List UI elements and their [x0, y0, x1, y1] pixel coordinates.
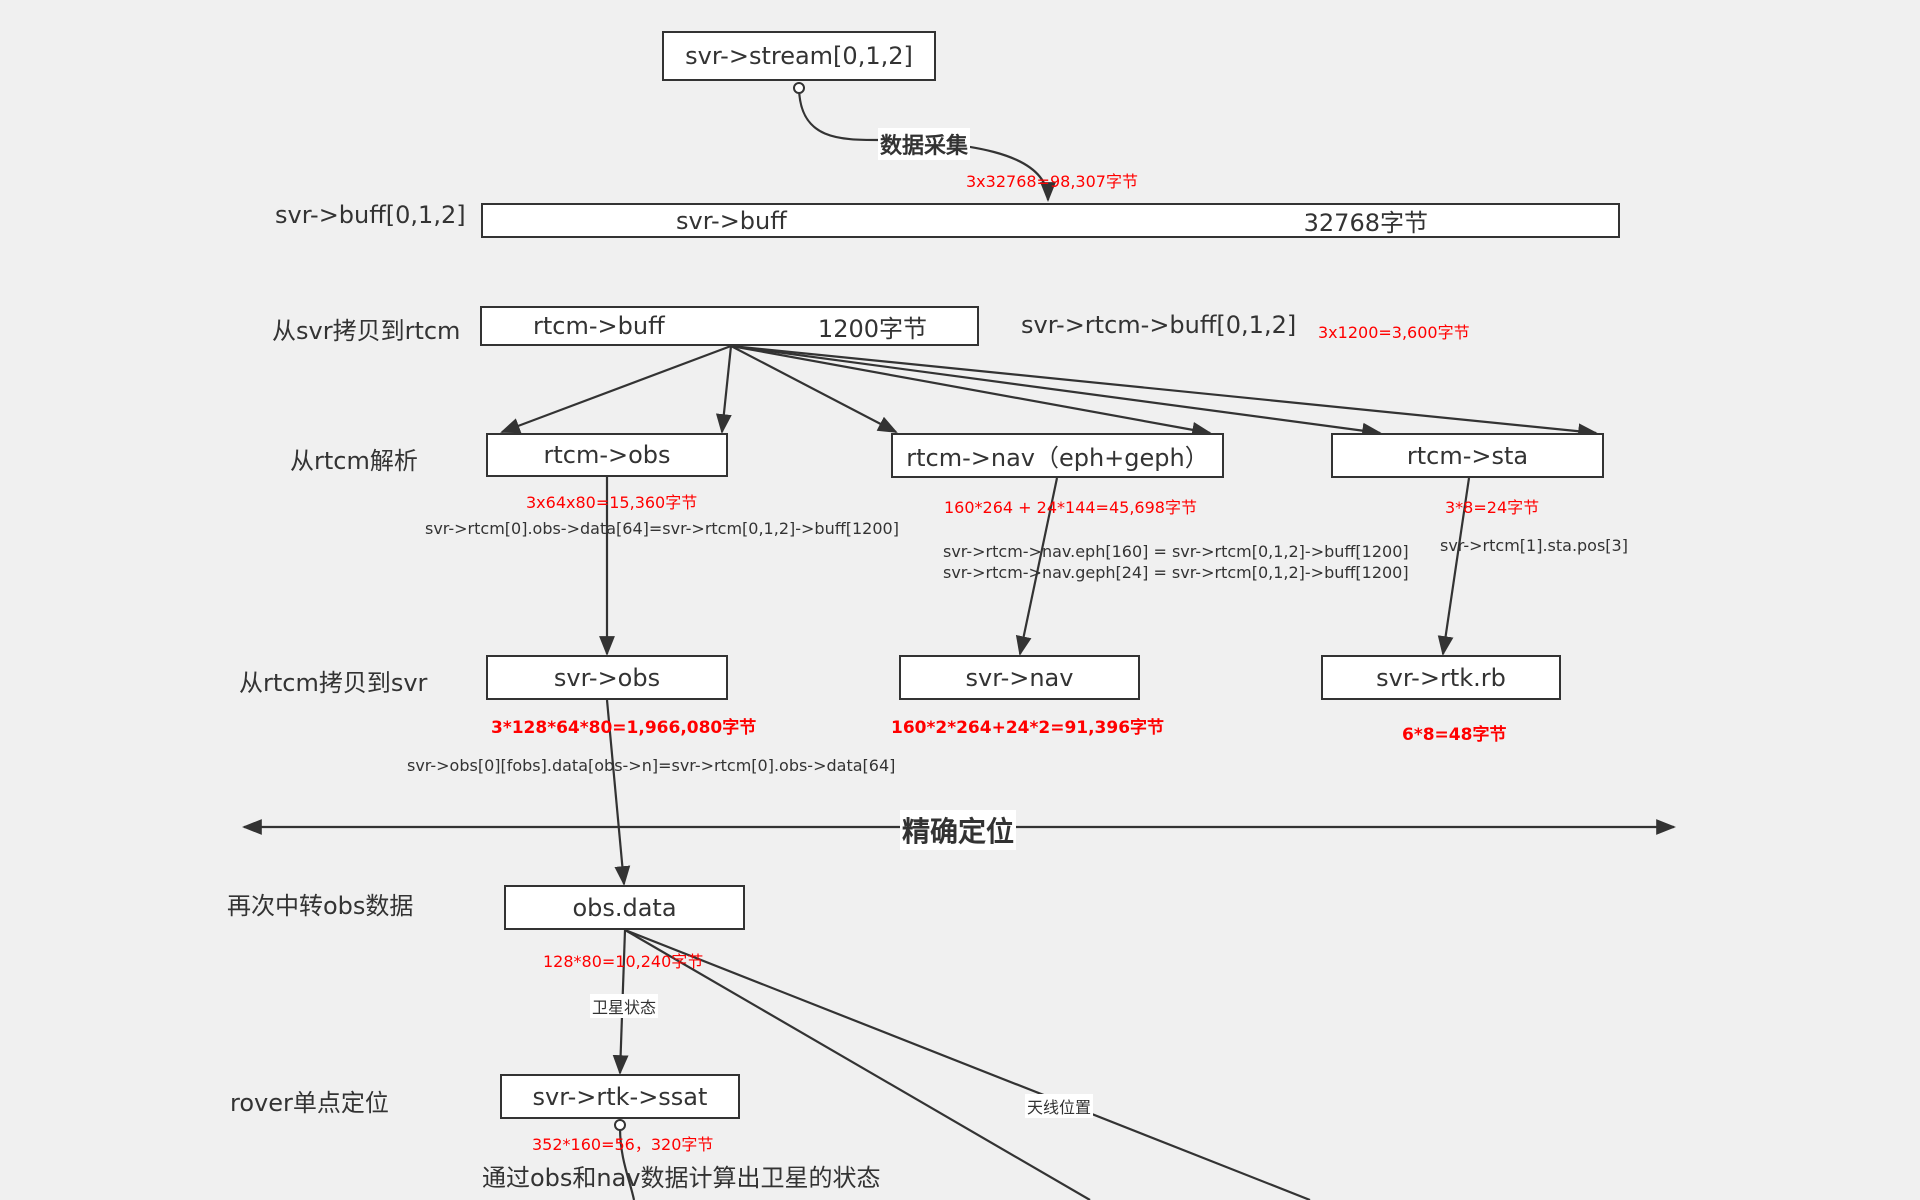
node-svr-obs-label: svr->obs	[553, 663, 661, 692]
edge-label-collect: 数据采集	[878, 128, 971, 160]
ssat-port-icon	[614, 1119, 626, 1131]
row-label-copy-svr: 从rtcm拷贝到svr	[239, 669, 428, 697]
node-svr-rtk-rb-label: svr->rtk.rb	[1376, 663, 1506, 692]
node-rtcm-obs-label: rtcm->obs	[543, 441, 671, 469]
annotation-rtcm-buff-name: svr->rtcm->buff[0,1,2]	[1021, 311, 1297, 339]
node-svr-buff-size: 32768字节	[1303, 209, 1428, 237]
node-svr-buff-label: svr->buff	[676, 206, 787, 235]
annotation-ssat-desc: 通过obs和nav数据计算出卫星的状态	[482, 1164, 881, 1192]
annotation-rtcm-sta-size: 3*8=24字节	[1445, 498, 1540, 517]
node-rtcm-buff[interactable]: rtcm->buff 1200字节	[480, 306, 979, 346]
node-rtcm-obs[interactable]: rtcm->obs	[486, 433, 728, 477]
node-rtcm-sta-label: rtcm->sta	[1406, 441, 1529, 470]
annotation-rtcm-sta-code: svr->rtcm[1].sta.pos[3]	[1440, 536, 1628, 555]
node-stream-label: svr->stream[0,1,2]	[685, 42, 913, 70]
node-rtk-ssat[interactable]: svr->rtk->ssat	[500, 1074, 740, 1119]
edge-rtcmbuff-nav-right	[730, 344, 1212, 438]
edge-rtcmnav-svrnav	[1015, 477, 1059, 656]
node-rtcm-nav[interactable]: rtcm->nav（eph+geph）	[891, 433, 1224, 478]
node-svr-rtk-rb[interactable]: svr->rtk.rb	[1321, 655, 1561, 700]
node-rtcm-nav-label: rtcm->nav（eph+geph）	[906, 444, 1209, 472]
node-rtcm-sta[interactable]: rtcm->sta	[1331, 433, 1604, 478]
node-rtk-ssat-label: svr->rtk->ssat	[532, 1082, 708, 1111]
stream-port-icon	[793, 82, 805, 94]
annotation-rtcm-nav-code1: svr->rtcm->nav.eph[160] = svr->rtcm[0,1,…	[943, 542, 1409, 561]
row-label-relay: 再次中转obs数据	[227, 892, 414, 920]
annotation-svr-nav-size: 160*2*264+24*2=91,396字节	[891, 718, 1165, 738]
edge-rtcmbuff-obs-right	[715, 345, 733, 434]
annotation-rtcm-nav-code2: svr->rtcm->nav.geph[24] = svr->rtcm[0,1,…	[943, 563, 1409, 582]
annotation-rtcm-obs-code: svr->rtcm[0].obs->data[64]=svr->rtcm[0,1…	[425, 519, 899, 538]
edge-label-antenna: 天线位置	[1025, 1094, 1094, 1118]
row-label-copy-rtcm: 从svr拷贝到rtcm	[272, 317, 461, 345]
node-obs-data-label: obs.data	[572, 893, 677, 922]
annotation-obs-data-size: 128*80=10,240字节	[543, 952, 704, 971]
annotation-rtcm-obs-size: 3x64x80=15,360字节	[526, 493, 698, 512]
annotation-stream-size: 3x32768=98,307字节	[966, 172, 1138, 191]
edge-rtcmbuff-nav-left	[730, 345, 898, 433]
annotation-svr-obs-code: svr->obs[0][fobs].data[obs->n]=svr->rtcm…	[407, 756, 896, 775]
annotation-rtcm-buff-size: 3x1200=3,600字节	[1318, 323, 1470, 342]
edge-obsdata-down-right	[624, 929, 1091, 1200]
edge-rtcmsta-rtkrb	[1437, 477, 1471, 656]
edge-label-sat-state: 卫星状态	[590, 994, 659, 1018]
edge-rtcmbuff-sta-right	[730, 344, 1598, 440]
node-rtcm-buff-size: 1200字节	[817, 314, 927, 343]
node-svr-nav-label: svr->nav	[965, 663, 1074, 692]
row-label-parse: 从rtcm解析	[290, 447, 418, 475]
edge-rtcmbuff-obs-left	[500, 344, 732, 434]
edge-rtcmbuff-sta-left	[730, 344, 1382, 439]
row-label-buff: svr->buff[0,1,2]	[275, 201, 466, 229]
node-rtcm-buff-label: rtcm->buff	[533, 312, 665, 340]
row-label-rover: rover单点定位	[230, 1089, 389, 1117]
edge-ssat-down	[618, 1126, 636, 1200]
edge-obsdata-antenna	[624, 928, 1311, 1200]
edge-label-precise: 精确定位	[900, 810, 1017, 850]
node-svr-obs[interactable]: svr->obs	[486, 655, 728, 700]
node-svr-buff[interactable]: svr->buff 32768字节	[481, 203, 1620, 238]
annotation-rtcm-nav-size: 160*264 + 24*144=45,698字节	[944, 498, 1197, 517]
annotation-ssat-size: 352*160=56，320字节	[532, 1135, 714, 1154]
annotation-svr-obs-size: 3*128*64*80=1,966,080字节	[491, 718, 757, 738]
edge-svrobs-obsdata	[605, 699, 631, 886]
node-stream[interactable]: svr->stream[0,1,2]	[662, 31, 936, 81]
node-svr-nav[interactable]: svr->nav	[899, 655, 1140, 700]
node-obs-data[interactable]: obs.data	[504, 885, 745, 930]
annotation-svr-rb-size: 6*8=48字节	[1402, 725, 1507, 745]
